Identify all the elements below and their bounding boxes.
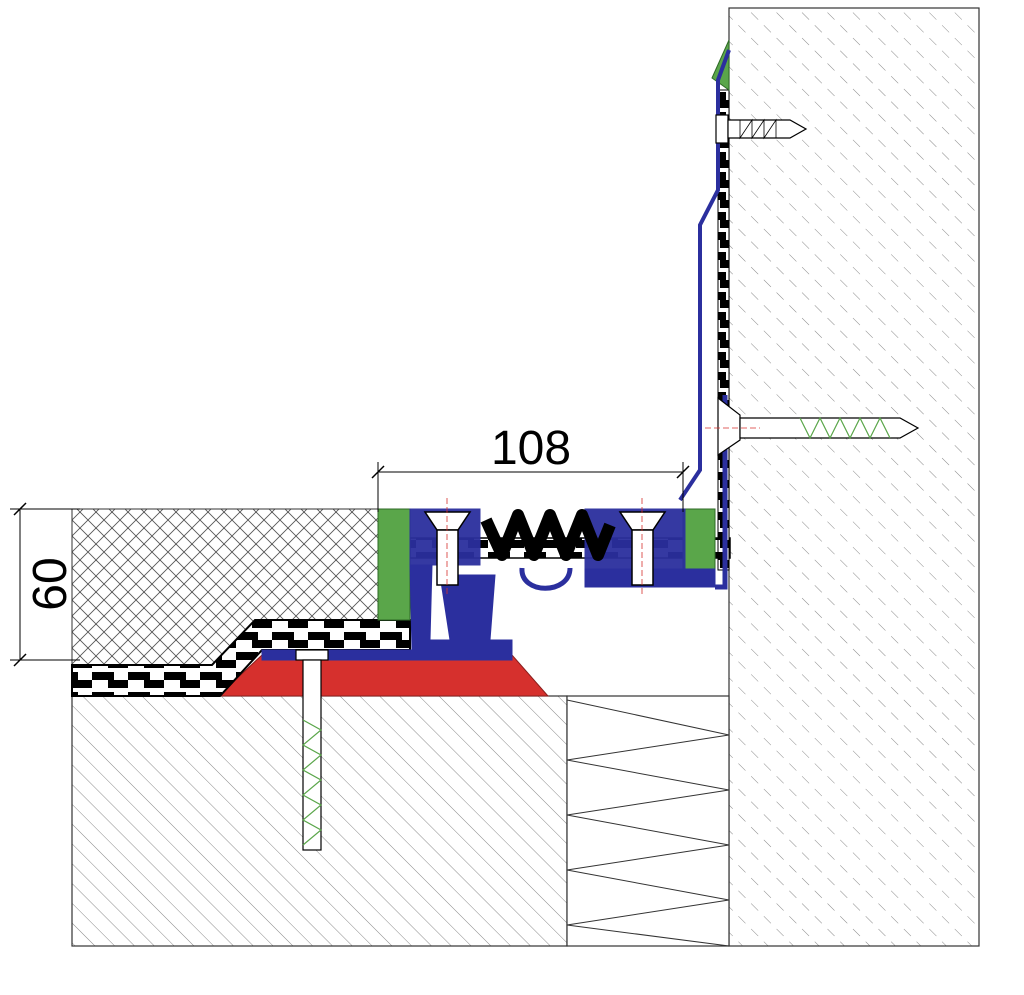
dimension-height: 60 <box>10 502 80 667</box>
anchor-screw-slab <box>295 649 329 851</box>
profile-screw-left <box>423 498 472 595</box>
profile-screw-right <box>618 498 667 595</box>
dimension-width-label: 108 <box>491 422 571 475</box>
wall-screw-top <box>715 114 808 144</box>
insulation-block <box>566 695 730 947</box>
dimension-width: 108 <box>371 422 690 512</box>
green-seal-top <box>711 39 730 91</box>
green-seal-right <box>682 508 716 576</box>
mortar-bed <box>216 654 550 697</box>
concrete-wall-right <box>728 7 980 947</box>
green-seal-left <box>377 508 411 621</box>
rubber-bellows <box>480 509 616 591</box>
dimension-height-label: 60 <box>24 557 77 610</box>
wall-anchor-lower <box>705 396 920 457</box>
